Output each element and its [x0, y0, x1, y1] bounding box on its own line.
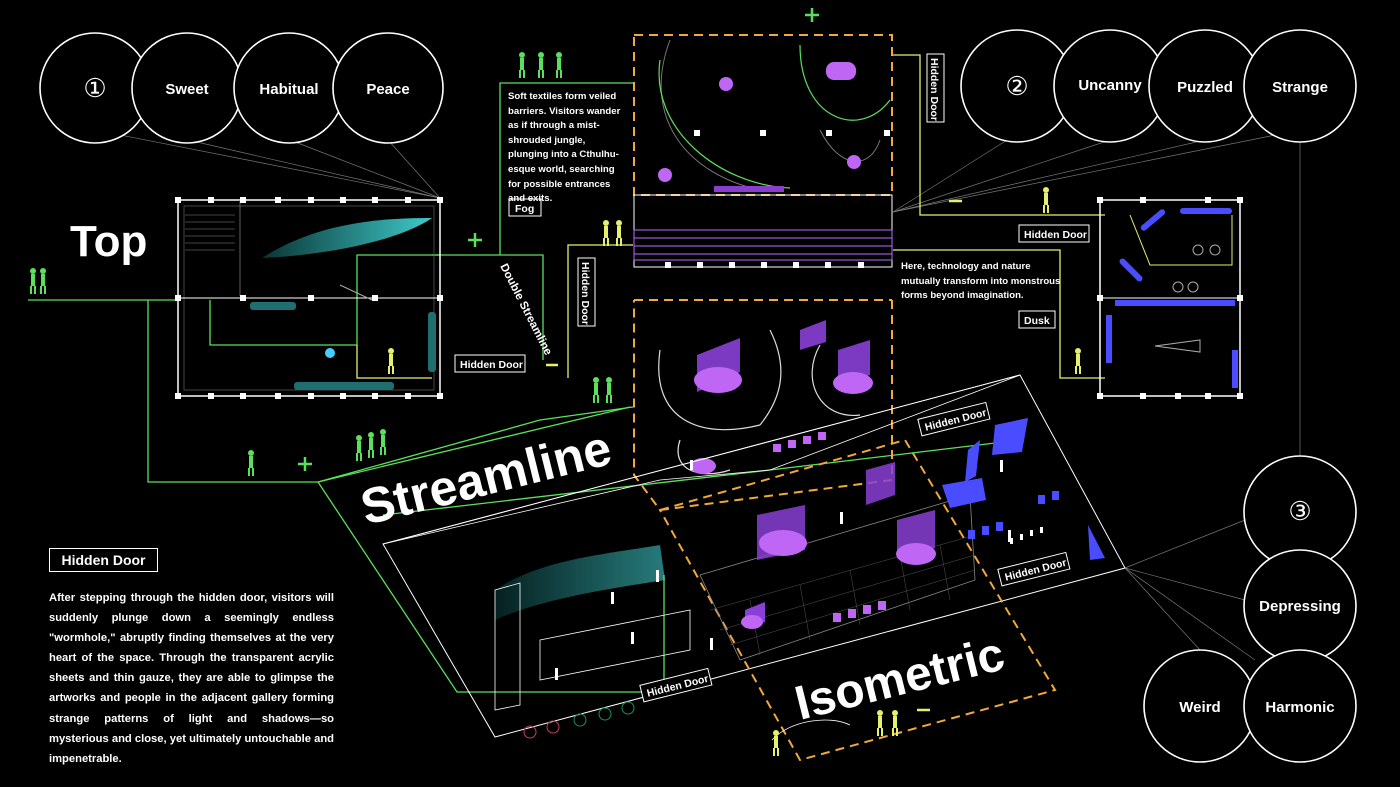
- circle-label-3: ③: [1288, 496, 1311, 526]
- circle-label-habitual: Habitual: [259, 81, 318, 98]
- circle-label-weird: Weird: [1179, 699, 1220, 716]
- top-plan-right: [1097, 197, 1243, 399]
- tag-hidden-door-plan-right: Hidden Door: [1019, 225, 1089, 242]
- circle-label-1: ①: [83, 73, 106, 103]
- svg-text:Hidden Door: Hidden Door: [928, 58, 940, 121]
- tag-hidden-door-vertical-1: Hidden Door: [578, 258, 595, 326]
- svg-text:Dusk: Dusk: [1024, 315, 1050, 327]
- top-plan-left: [175, 197, 443, 399]
- title-isometric: Isometric: [790, 628, 1010, 731]
- top-plan-center: [634, 35, 892, 268]
- tag-hidden-door-vertical-2: Hidden Door: [927, 54, 944, 122]
- label-double-streamline: Double Streamline: [497, 262, 554, 357]
- circle-label-2: ②: [1005, 71, 1028, 101]
- hidden-door-heading: Hidden Door: [49, 548, 158, 572]
- hidden-door-paragraph: After stepping through the hidden door, …: [49, 588, 334, 769]
- title-streamline: Streamline: [355, 419, 617, 535]
- tag-hidden-door-iso-3: Hidden Door: [640, 668, 712, 701]
- svg-text:Hidden Door: Hidden Door: [579, 262, 591, 325]
- circle-label-strange: Strange: [1272, 79, 1328, 96]
- circle-label-sweet: Sweet: [165, 81, 208, 98]
- dusk-description: Here, technology and nature mutually tra…: [901, 260, 1061, 304]
- tag-dusk: Dusk: [1019, 311, 1055, 328]
- tag-hidden-door-iso-2: Hidden Door: [998, 552, 1070, 585]
- tag-hidden-door-plan-left: Hidden Door: [455, 355, 525, 372]
- title-top: Top: [70, 217, 147, 266]
- fog-description: Soft textiles form veiled barriers. Visi…: [508, 90, 628, 207]
- svg-text:Hidden Door: Hidden Door: [1024, 229, 1087, 241]
- circle-label-harmonic: Harmonic: [1265, 699, 1334, 716]
- circle-label-depressing: Depressing: [1259, 598, 1341, 615]
- circle-label-peace: Peace: [366, 81, 409, 98]
- svg-text:Hidden Door: Hidden Door: [460, 359, 523, 371]
- circle-label-uncanny: Uncanny: [1078, 77, 1142, 94]
- circle-label-puzzled: Puzzled: [1177, 79, 1233, 96]
- tag-hidden-door-iso-1: Hidden Door: [918, 402, 990, 435]
- plant-icons: [524, 702, 634, 738]
